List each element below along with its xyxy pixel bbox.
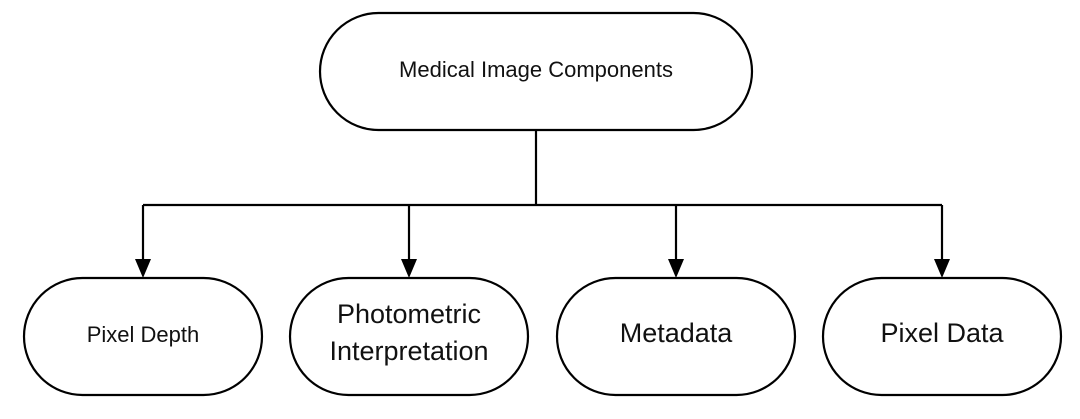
child-node-label: Pixel Data [880,318,1004,348]
child-node-photometric-interpretation: Photometric Interpretation [288,276,530,397]
arrowhead-3 [668,259,684,278]
child-node-label-line-1: Photometric [337,299,481,329]
child-node-label: Pixel Depth [87,322,200,347]
arrowhead-2 [401,259,417,278]
child-node-shape [22,276,264,397]
child-node-pixel-data: Pixel Data [821,276,1063,397]
arrowhead-1 [135,259,151,278]
child-node-shape [555,276,797,397]
connector-lines [135,130,950,278]
child-node-label: Metadata [620,318,734,348]
root-node-label: Medical Image Components [399,57,673,82]
child-node-label-line-2: Interpretation [329,336,488,366]
child-node-shape [288,276,530,397]
root-node: Medical Image Components [318,11,754,132]
child-node-metadata: Metadata [555,276,797,397]
arrowhead-4 [934,259,950,278]
child-node-shape [821,276,1063,397]
root-node-shape [318,11,754,132]
child-node-pixel-depth: Pixel Depth [22,276,264,397]
